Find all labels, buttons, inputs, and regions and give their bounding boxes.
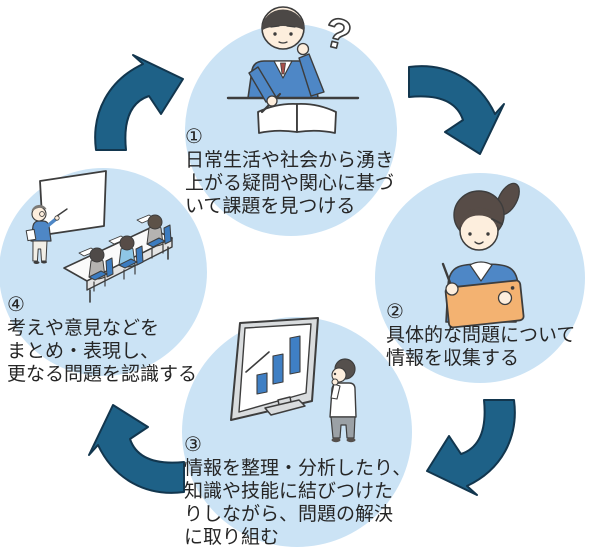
step-1-text-block: ① 日常生活や社会から湧き 上がる疑問や関心に基づ いて課題を見つける	[185, 126, 394, 218]
classroom-illustration	[25, 170, 173, 303]
boy-tie	[280, 62, 286, 75]
arrow-step2-to-step3-icon	[426, 399, 516, 496]
student-3	[136, 214, 172, 259]
classroom-desk-legs	[89, 246, 169, 303]
viewer-hand-chin	[331, 378, 339, 386]
pointer-stick	[56, 208, 68, 217]
girl-hand-left	[445, 282, 459, 296]
step-3-line-3: りしながら、問題の解決	[184, 504, 394, 525]
girl-eye-left	[468, 232, 472, 236]
monitor-stand-base	[264, 399, 306, 416]
student-2	[108, 235, 144, 280]
boy-mouth	[278, 41, 288, 44]
viewer-shoe-left	[331, 437, 341, 443]
step-4-line-2: まとめ・表現し、	[7, 341, 160, 362]
notebook-right-page	[296, 103, 337, 134]
student-3-head	[147, 214, 163, 230]
step-2-line-2: 情報を収集する	[386, 348, 520, 369]
viewer-face	[331, 367, 347, 383]
boy-hand-chin	[296, 42, 310, 56]
arrow-step4-to-step1-icon	[94, 54, 184, 151]
bar-chart-monitor-illustration	[230, 317, 357, 443]
step-4-line-3: 更なる問題を認識する	[7, 364, 198, 385]
chart-bar-1	[256, 372, 268, 395]
step-3-line-1: 情報を整理・分析したり、	[184, 458, 412, 479]
step-4-line-1: 考えや意見などを	[7, 318, 160, 339]
teacher-papers	[25, 228, 37, 242]
step-4-number: ④	[7, 294, 25, 316]
boy-hair	[261, 9, 305, 31]
student-3-chair-back	[163, 224, 172, 245]
student-1	[78, 247, 114, 292]
student-2-chair-legs	[123, 264, 136, 280]
chart-bar-3	[289, 335, 301, 375]
step-1-line-2: 上がる疑問や関心に基づ	[185, 173, 395, 194]
arrow-step1-to-step2-icon	[408, 65, 505, 155]
arrow-step3-to-step4-icon	[88, 404, 185, 494]
girl-smile	[474, 241, 484, 245]
chart-trend-line	[245, 351, 270, 373]
step-4-text-block: ④ 考えや意見などを まとめ・表現し、 更なる問題を認識する	[7, 294, 197, 386]
girl-hand-right	[497, 290, 513, 306]
step-3-text-block: ③ 情報を整理・分析したり、 知識や技能に結びつけた りしながら、問題の解決 に…	[184, 434, 411, 549]
step-1-number: ①	[185, 126, 203, 148]
step-2-line-1: 具体的な問題について	[386, 325, 576, 346]
step-3-line-2: 知識や技能に結びつけた	[184, 481, 394, 502]
student-3-chair-legs	[151, 243, 164, 259]
student-1-head	[89, 247, 105, 263]
boy-brows	[270, 25, 296, 28]
student-2-head	[119, 235, 135, 251]
viewer-arm	[330, 383, 341, 400]
student-2-chair-seat	[118, 258, 138, 269]
step-2-text-block: ② 具体的な問題について 情報を収集する	[386, 301, 575, 370]
tablet-camera-dot	[510, 286, 515, 290]
teacher-shoe-right	[41, 260, 47, 264]
student-with-tablet-illustration	[441, 182, 525, 329]
girl-collar	[469, 261, 493, 282]
boy-hand-pen	[266, 95, 278, 107]
student-3-chair-seat	[146, 237, 166, 248]
chart-bar-2	[272, 353, 284, 385]
viewer-eye	[333, 372, 337, 376]
boy-eye-left	[273, 32, 277, 36]
student-1-chair-back	[105, 257, 114, 278]
step-3-line-4: に取り組む	[184, 527, 280, 548]
teacher-hand	[54, 215, 60, 221]
viewer-shoe-right	[346, 437, 356, 443]
teacher-glasses	[39, 211, 45, 217]
student-1-chair-legs	[93, 276, 106, 292]
student-2-chair-back	[135, 245, 144, 266]
step-3-number: ③	[184, 434, 202, 456]
boy-eye-right	[289, 32, 293, 36]
girl-eye-right	[486, 232, 490, 236]
student-1-chair-seat	[88, 270, 108, 281]
boy-arm-raised	[298, 53, 325, 97]
step-1-line-3: いて課題を見つける	[185, 196, 356, 217]
girl-hairpin	[491, 218, 503, 225]
teacher-arm	[43, 217, 58, 230]
step-2-number: ②	[386, 301, 404, 323]
step-1-line-1: 日常生活や社会から湧き	[185, 150, 395, 171]
girl-fringe	[460, 207, 498, 228]
teacher-hair	[31, 204, 47, 212]
teacher-shoe-left	[33, 261, 40, 264]
teacher-pants	[32, 240, 48, 262]
